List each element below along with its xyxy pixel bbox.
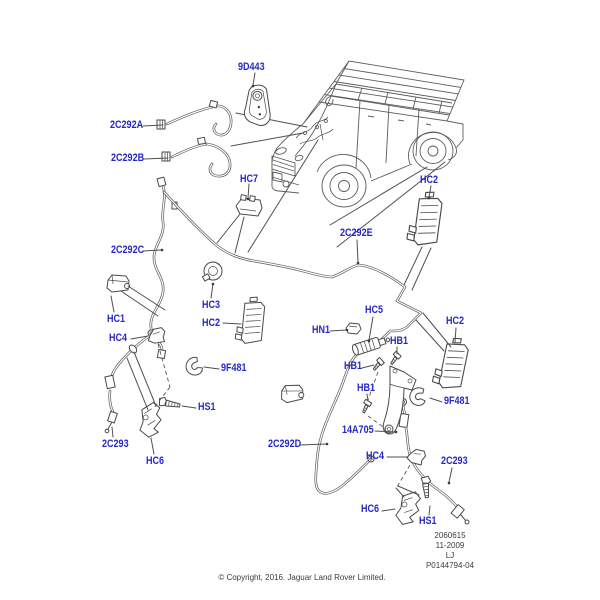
callout-14a705[interactable]: 14A705 — [342, 424, 374, 436]
pipe-2c292d — [314, 353, 375, 495]
part-hc1-left — [106, 274, 130, 293]
alignment-dashed-lines — [152, 343, 411, 488]
part-hs1-right — [420, 475, 434, 499]
part-14a705 — [382, 365, 417, 435]
callout-hb1-b[interactable]: HB1 — [344, 360, 363, 372]
part-hc2-mid — [234, 295, 266, 346]
pipe-2c292a — [156, 99, 233, 137]
part-hb1-b — [370, 356, 386, 373]
callout-2c293-right[interactable]: 2C293 — [441, 455, 468, 467]
callout-hc4-right[interactable]: HC4 — [366, 450, 385, 462]
callout-9f481-right[interactable]: 9F481 — [444, 395, 470, 407]
part-hc5 — [351, 336, 391, 356]
part-hb1-c — [359, 398, 373, 415]
callout-hb1-a[interactable]: HB1 — [390, 335, 409, 347]
callout-hc1-left[interactable]: HC1 — [107, 313, 126, 325]
part-hc6-right — [394, 489, 422, 527]
part-hc1-right — [279, 383, 305, 404]
location-leader-lines — [230, 112, 446, 291]
publication-code: P0144794-04 — [425, 561, 475, 570]
callout-hc5[interactable]: HC5 — [365, 304, 384, 316]
callout-9d443[interactable]: 9D443 — [238, 61, 265, 73]
part-hc2-top — [405, 189, 444, 248]
pipe-2c292e — [162, 190, 423, 346]
parts — [106, 84, 471, 527]
callout-9f481-left[interactable]: 9F481 — [221, 362, 247, 374]
part-hc7 — [235, 194, 263, 217]
callout-2c293-left[interactable]: 2C293 — [102, 438, 129, 450]
callout-hc7[interactable]: HC7 — [240, 173, 259, 185]
callout-hc6-left[interactable]: HC6 — [146, 455, 165, 467]
callout-2c292b[interactable]: 2C292B — [111, 152, 145, 164]
callout-2c292a[interactable]: 2C292A — [110, 119, 144, 131]
callout-hc2-top[interactable]: HC2 — [420, 174, 439, 186]
model-code: LJ — [445, 551, 455, 560]
part-9f481-left — [184, 356, 204, 377]
part-hb1-a — [387, 350, 403, 367]
drawing-date: 11-2009 — [435, 541, 465, 550]
drawing-number: 2060615 — [434, 531, 466, 540]
copyright-notice: © Copyright, 2016. Jaguar Land Rover Lim… — [218, 573, 386, 582]
part-9d443 — [243, 84, 271, 126]
callout-hc6-right[interactable]: HC6 — [361, 503, 380, 515]
callout-2c292e[interactable]: 2C292E — [340, 227, 373, 239]
callout-hs1-left[interactable]: HS1 — [198, 401, 216, 413]
callout-hc2-mid[interactable]: HC2 — [202, 317, 221, 329]
callout-hn1[interactable]: HN1 — [312, 324, 331, 336]
callout-hs1-right[interactable]: HS1 — [419, 515, 437, 527]
callout-leader-lines — [110, 72, 457, 516]
callout-hc3[interactable]: HC3 — [202, 299, 221, 311]
pipe-2c292b — [161, 136, 232, 178]
hose-2c293-left — [104, 329, 155, 434]
part-hc6-left — [136, 401, 164, 439]
part-hs1-left — [158, 396, 182, 409]
part-hn1 — [345, 322, 362, 335]
callout-hb1-c[interactable]: HB1 — [357, 382, 376, 394]
callout-2c292d[interactable]: 2C292D — [268, 438, 302, 450]
callout-hc2-right[interactable]: HC2 — [446, 315, 465, 327]
leader-end-dots — [160, 84, 451, 485]
callout-hc4-left[interactable]: HC4 — [109, 332, 128, 344]
part-hc3 — [201, 261, 223, 282]
vehicle-illustration — [271, 60, 465, 208]
callout-2c292c[interactable]: 2C292C — [111, 244, 145, 256]
brake-pipes — [104, 99, 470, 525]
